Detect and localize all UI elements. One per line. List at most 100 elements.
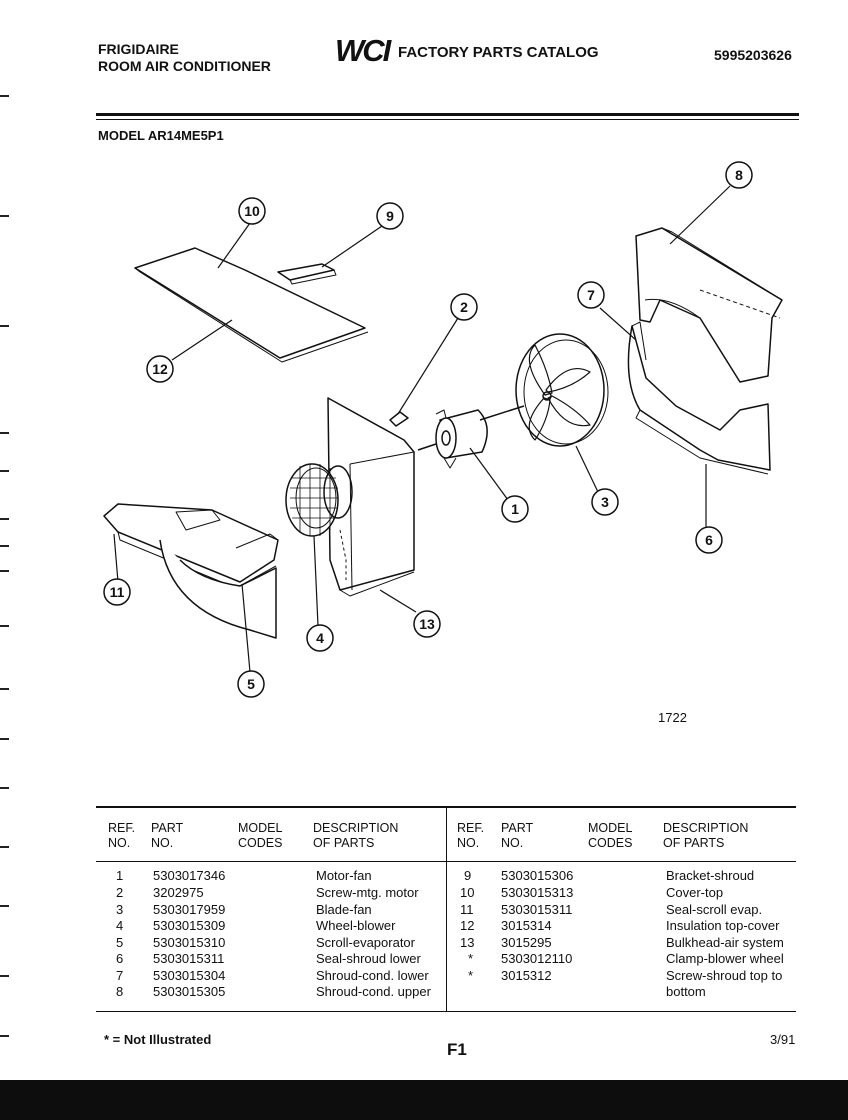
part-shroud-cond-lower	[627, 325, 771, 471]
svg-text:8: 8	[735, 167, 743, 183]
part-no: 5303015305	[153, 984, 226, 999]
part-shroud-cond-upper	[635, 227, 783, 383]
part-no: 5303012110	[501, 951, 573, 966]
description: Shroud-cond. upper	[316, 984, 431, 999]
callout-11: 11	[103, 578, 131, 606]
table-row: 13 3015295 Bulkhead-air system	[460, 935, 784, 952]
ref-no: 6	[116, 951, 124, 966]
svg-text:1: 1	[511, 501, 519, 517]
description: Scroll-evaporator	[316, 935, 415, 950]
ref-no: 3	[116, 902, 124, 917]
part-no: 3015314	[501, 918, 552, 933]
catalog-title: FACTORY PARTS CATALOG	[398, 44, 599, 61]
svg-text:4: 4	[316, 630, 324, 646]
table-rule-bottom	[96, 1011, 796, 1012]
part-no: 5303017346	[153, 868, 226, 883]
product-name: ROOM AIR CONDITIONER	[98, 58, 271, 74]
part-scroll-evaporator	[159, 539, 277, 639]
brand-name: FRIGIDAIRE	[98, 41, 179, 57]
part-no: 5303017959	[153, 902, 226, 917]
header-ref-no-right: REF.NO.	[457, 821, 485, 850]
part-no: 3015295	[501, 935, 552, 950]
callout-6: 6	[695, 526, 723, 554]
part-no: 5303015310	[153, 935, 226, 950]
svg-text:5: 5	[247, 676, 255, 692]
part-screw-mtg-motor	[389, 411, 409, 427]
description: Clamp-blower wheel	[666, 951, 784, 966]
description: Blade-fan	[316, 902, 372, 917]
callout-7: 7	[577, 281, 605, 309]
description: Seal-shroud lower	[316, 951, 421, 966]
wci-logo: WCI	[334, 33, 395, 68]
table-row: 8 5303015305 Shroud-cond. upper	[116, 984, 431, 1001]
callout-2: 2	[450, 293, 478, 321]
page-label: F1	[447, 1040, 467, 1059]
ref-no: 4	[116, 918, 124, 933]
callout-10: 10	[238, 197, 266, 225]
svg-text:12: 12	[152, 361, 168, 377]
description: Shroud-cond. lower	[316, 968, 429, 983]
catalog-number: 5995203626	[714, 47, 792, 63]
part-no: 5303015309	[153, 918, 226, 933]
wci-logo-text: WCI	[335, 33, 393, 67]
ref-no: 2	[116, 885, 124, 900]
ref-no: *	[468, 951, 474, 966]
description: Bracket-shroud	[666, 868, 755, 883]
callout-5: 5	[237, 670, 265, 698]
table-row: * 5303012110 Clamp-blower wheel	[468, 951, 784, 968]
description: Screw-mtg. motor	[316, 885, 419, 900]
ref-no: 9	[464, 868, 472, 883]
part-insulation-top-cover	[134, 247, 366, 359]
part-no: 5303015304	[153, 968, 226, 983]
ref-no: 13	[460, 935, 475, 950]
svg-text:3: 3	[601, 494, 609, 510]
description: bottom	[666, 984, 706, 999]
svg-text:7: 7	[587, 287, 595, 303]
model-label: MODEL AR14ME5P1	[98, 128, 224, 143]
description: Bulkhead-air system	[666, 935, 784, 950]
table-row: 3 5303017959 Blade-fan	[116, 902, 372, 919]
svg-text:2: 2	[460, 299, 468, 315]
table-row: 9 5303015306 Bracket-shroud	[464, 868, 754, 885]
ref-no: 8	[116, 984, 124, 999]
description: Insulation top-cover	[666, 918, 780, 933]
not-illustrated-note: * = Not Illustrated	[104, 1032, 212, 1047]
svg-text:13: 13	[419, 616, 435, 632]
exploded-parts-diagram: 10 9 8 2 7 12 1 3 6 11 4 13 5 1722	[103, 161, 783, 725]
callout-12: 12	[146, 355, 174, 383]
ref-no: 1	[116, 868, 124, 883]
callout-1: 1	[501, 495, 529, 523]
part-no: 5303015311	[501, 902, 573, 917]
part-no: 5303015311	[153, 951, 225, 966]
description: Wheel-blower	[316, 918, 396, 933]
table-row: 2 3202975 Screw-mtg. motor	[116, 885, 419, 902]
svg-text:10: 10	[244, 203, 260, 219]
header-rule-bottom	[96, 119, 799, 120]
ref-no: *	[468, 968, 474, 983]
ref-no: 7	[116, 968, 124, 983]
svg-text:6: 6	[705, 532, 713, 548]
part-no: 3015312	[501, 968, 552, 983]
header-rule-top	[96, 113, 799, 116]
callout-9: 9	[376, 202, 404, 230]
part-seal-scroll-evap	[103, 503, 279, 583]
part-bulkhead-air-system	[327, 397, 415, 591]
part-no: 3202975	[153, 885, 204, 900]
part-no: 5303015306	[501, 868, 574, 883]
part-no: 5303015313	[501, 885, 574, 900]
ref-no: 10	[460, 885, 475, 900]
callout-8: 8	[725, 161, 753, 189]
revision-date: 3/91	[770, 1032, 796, 1047]
table-row: 7 5303015304 Shroud-cond. lower	[116, 968, 429, 985]
table-row: 4 5303015309 Wheel-blower	[116, 918, 395, 935]
